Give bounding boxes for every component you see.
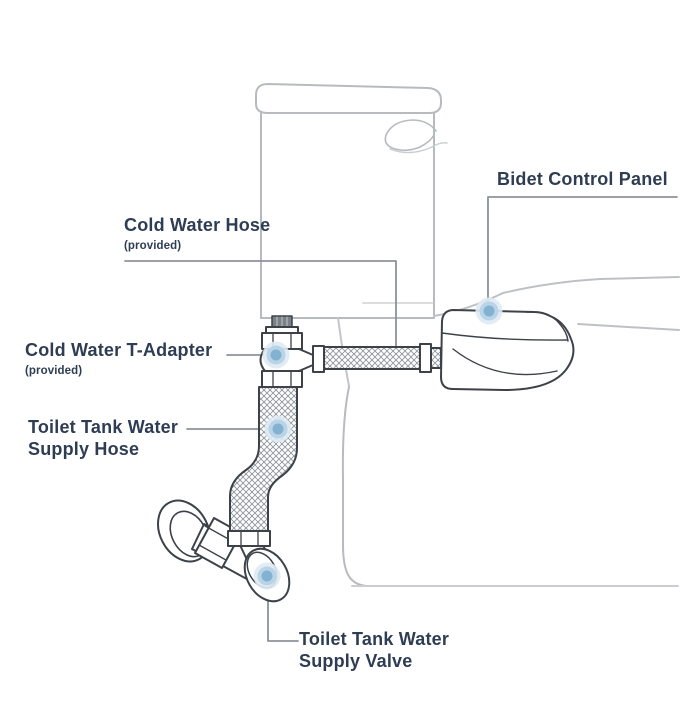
bidet-unit-body [440,309,575,391]
t-adapter-bottom-nut [261,370,303,388]
label-supply-valve-line1: Toilet Tank Water [299,629,450,649]
flush-handle [384,119,437,152]
toilet-outline [255,83,680,587]
supply-valve [157,499,291,603]
toilet-tank-lid [255,83,442,114]
label-supply-valve-line2: Supply Valve [299,651,413,671]
cold-water-hose-horizontal [323,343,442,373]
bidet-control-panel-marker [475,297,503,325]
hose-end-fitting [227,530,271,547]
label-bidet-control-panel-text: Bidet Control Panel [497,169,668,189]
label-supply-hose-line1: Toilet Tank Water [28,417,179,437]
supply-hose-vertical [227,386,298,547]
label-supply-hose-line2: Supply Hose [28,439,140,459]
label-bidet-control-panel: Bidet Control Panel [497,169,668,190]
label-cold-water-t-adapter-text: Cold Water T-Adapter [25,340,213,360]
label-cold-water-hose-text: Cold Water Hose [124,215,271,235]
label-cold-water-t-adapter-note: (provided) [25,365,83,377]
label-toilet-tank-water-supply-hose: Toilet Tank Water Supply Hose [28,416,178,460]
callout-bidet-control-panel [487,196,678,304]
cold-water-t-adapter-marker [262,341,290,369]
markers [253,297,503,590]
label-cold-water-hose-note: (provided) [124,240,182,252]
callout-lines [124,196,678,642]
supply-valve-marker [253,562,281,590]
callout-cold-water-hose [124,260,397,347]
label-cold-water-hose: Cold Water Hose (provided) [124,215,270,253]
label-cold-water-t-adapter: Cold Water T-Adapter (provided) [25,340,212,378]
callout-supply-valve [267,587,299,642]
supply-hose-marker [264,415,292,443]
bidet-unit [440,309,575,391]
label-toilet-tank-water-supply-valve: Toilet Tank Water Supply Valve [299,628,449,672]
